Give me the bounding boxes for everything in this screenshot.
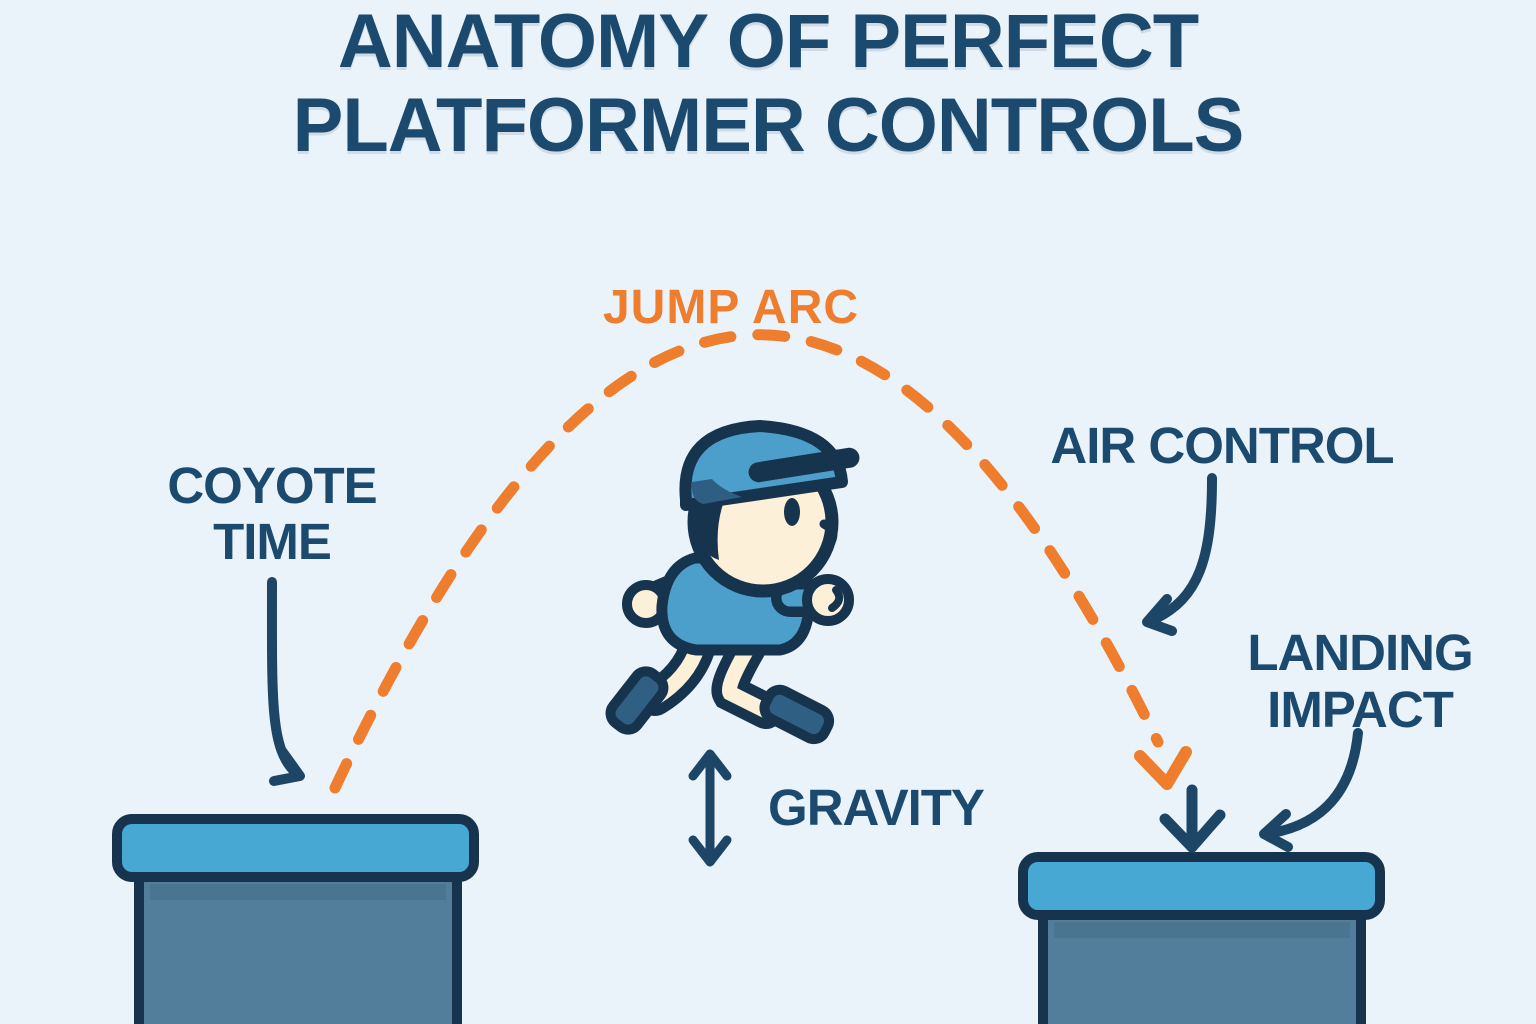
right-platform-cap (1018, 852, 1385, 920)
landing-impact-line1: LANDING (1247, 624, 1473, 681)
page-title-line1: ANATOMY OF PERFECT (337, 0, 1199, 84)
left-platform-cap (112, 814, 479, 882)
gravity-double-arrow-icon (688, 749, 732, 867)
coyote-time-line1: COYOTE (167, 457, 377, 514)
coyote-time-label: COYOTE TIME (167, 457, 377, 570)
front-shoe (759, 684, 835, 745)
air-control-arrow-icon (1142, 473, 1217, 636)
cap-brim (748, 447, 860, 483)
fist-finger-line (828, 586, 844, 612)
coyote-time-arrow-icon (266, 577, 305, 786)
eye (784, 498, 800, 526)
nose (819, 519, 838, 552)
landing-impact-line2: IMPACT (1267, 681, 1454, 738)
coyote-time-line2: TIME (213, 513, 332, 570)
jump-arc-text: JUMP ARC (602, 281, 860, 334)
jump-arc-arrowhead-icon (1134, 746, 1192, 790)
landing-impact-label: LANDING IMPACT (1247, 624, 1473, 738)
runner-character (605, 420, 860, 745)
left-platform (112, 814, 479, 1024)
landing-impact-arrow-icon (1259, 728, 1363, 852)
page-title: ANATOMY OF PERFECT PLATFORMER CONTROLS (0, 0, 1536, 168)
cap-shadow (691, 479, 742, 504)
jump-arc-label: JUMP ARC (603, 280, 859, 335)
left-platform-shade (150, 884, 446, 900)
air-control-label: AIR CONTROL (1050, 416, 1394, 475)
jump-arc-dashed-path (329, 329, 1164, 794)
front-leg-fill (721, 640, 774, 719)
gravity-label: GRAVITY (768, 778, 985, 837)
hair (692, 458, 748, 560)
gravity-text: GRAVITY (768, 779, 985, 836)
landing-spot-down-arrow-icon (1159, 784, 1226, 853)
right-platform (1018, 852, 1385, 1024)
back-shoe (605, 666, 669, 735)
air-control-text: AIR CONTROL (1050, 417, 1394, 474)
right-platform-shade (1054, 922, 1350, 938)
page-title-line2: PLATFORMER CONTROLS (292, 83, 1245, 168)
